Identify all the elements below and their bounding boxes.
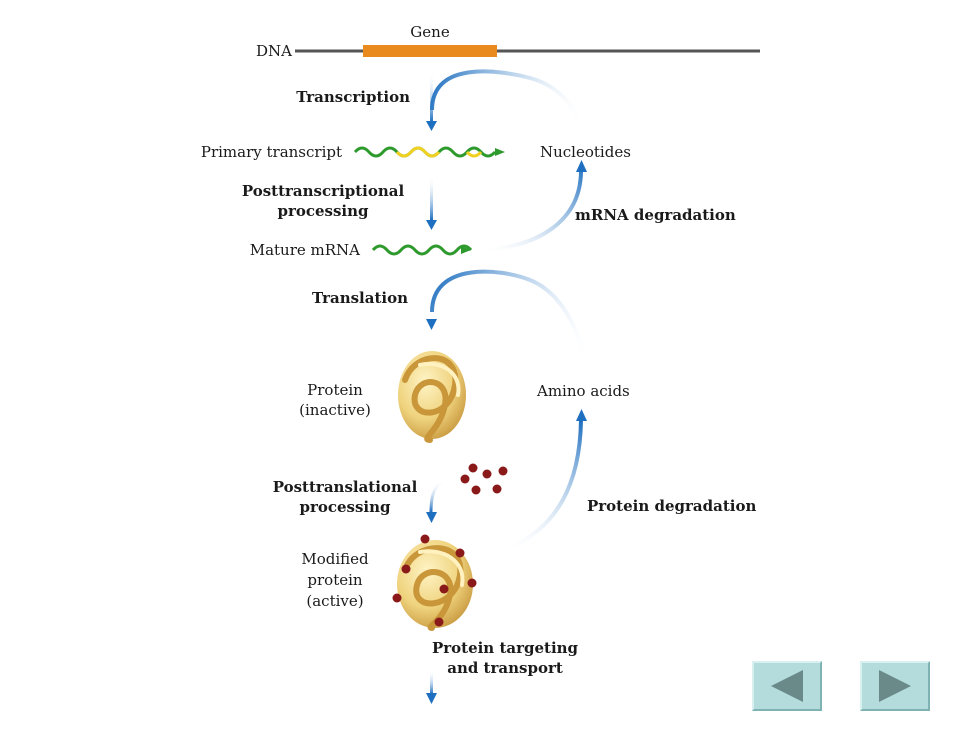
left-triangle-icon xyxy=(771,670,803,702)
mrna-degradation-label: mRNA degradation xyxy=(575,206,736,224)
modified-protein-label-line3: (active) xyxy=(306,592,364,610)
posttranscriptional-label-line1: Posttranscriptional xyxy=(241,182,405,200)
mature-mrna-wave xyxy=(371,244,473,256)
modification-groups xyxy=(460,463,508,495)
targeting-arrow xyxy=(430,670,433,694)
translation-label: Translation xyxy=(312,289,408,307)
nucleotides-label: Nucleotides xyxy=(540,143,631,161)
nucleotides-arrowhead xyxy=(576,160,587,172)
posttranslational-arrowhead xyxy=(426,512,437,523)
modified-protein-label-line1: Modified xyxy=(301,550,369,568)
targeting-arrowhead xyxy=(426,693,437,704)
protein-active-image xyxy=(392,534,477,631)
mrna-degradation-curve xyxy=(477,171,583,252)
posttranslational-label-line1: Posttranslational xyxy=(272,478,418,496)
transcription-label: Transcription xyxy=(296,88,410,106)
targeting-label-line1: Protein targeting xyxy=(431,639,579,657)
dna-label: DNA xyxy=(256,42,292,60)
protein-inactive-label-line2: (inactive) xyxy=(299,401,371,419)
posttranscriptional-arrow xyxy=(430,175,433,220)
transcription-arrow xyxy=(430,72,433,122)
amino-acid-recycle-curve xyxy=(430,269,587,371)
gene-bar xyxy=(363,45,497,57)
amino-acids-arrowhead xyxy=(576,409,587,421)
primary-transcript-wave xyxy=(353,146,505,158)
primary-transcript-label: Primary transcript xyxy=(200,143,342,161)
protein-inactive-image xyxy=(398,351,466,443)
next-slide-button[interactable] xyxy=(860,661,930,711)
protein-inactive-label-line1: Protein xyxy=(307,381,363,399)
mature-mrna-label: Mature mRNA xyxy=(249,241,360,259)
transcription-arrowhead xyxy=(426,121,437,131)
posttranscriptional-label-line2: processing xyxy=(277,202,369,220)
posttranscriptional-arrowhead xyxy=(426,220,437,230)
targeting-label-line2: and transport xyxy=(447,659,563,677)
gene-label: Gene xyxy=(410,23,450,41)
right-triangle-icon xyxy=(879,670,911,702)
posttranslational-arrow xyxy=(429,478,447,513)
modified-protein-label-line2: protein xyxy=(307,571,363,589)
nucleotide-recycle-curve xyxy=(430,69,584,139)
translation-arrowhead xyxy=(426,319,437,330)
previous-slide-button[interactable] xyxy=(752,661,822,711)
protein-degradation-label: Protein degradation xyxy=(587,497,757,515)
amino-acids-label: Amino acids xyxy=(537,382,630,400)
posttranslational-label-line2: processing xyxy=(299,498,391,516)
protein-degradation-curve xyxy=(499,419,583,554)
